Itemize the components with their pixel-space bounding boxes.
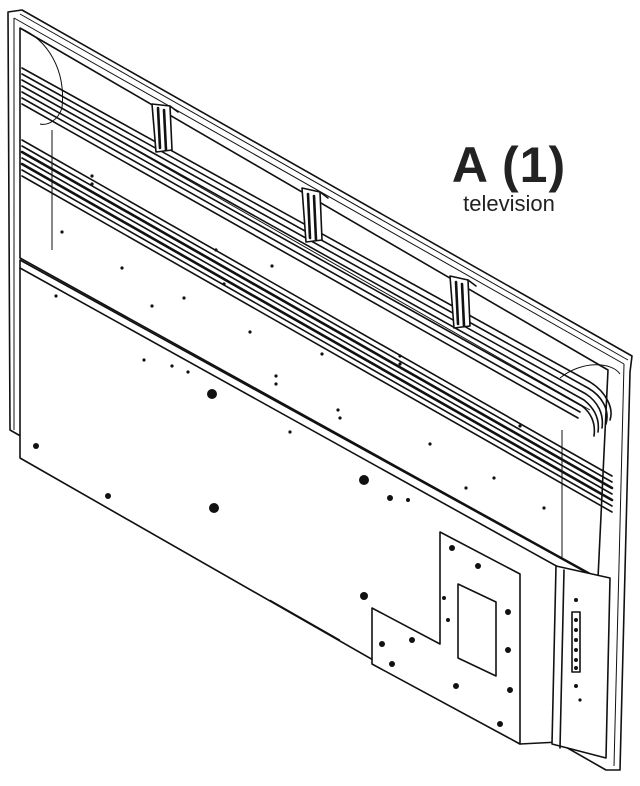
tv-cover-holes bbox=[33, 389, 410, 600]
tv-lower-rail bbox=[20, 139, 614, 513]
bracket-3 bbox=[449, 275, 477, 329]
tv-rail-brackets bbox=[151, 103, 477, 329]
bracket-1 bbox=[151, 103, 179, 153]
part-label: A (1) television bbox=[424, 138, 594, 216]
part-name: television bbox=[463, 191, 555, 216]
bracket-2 bbox=[301, 187, 329, 243]
tv-connector-strip bbox=[551, 565, 611, 759]
part-id: A (1) bbox=[451, 137, 567, 193]
tv-screw-dots bbox=[54, 174, 582, 702]
tv-mount-plate bbox=[371, 531, 521, 745]
tv-upper-rail bbox=[21, 67, 612, 437]
